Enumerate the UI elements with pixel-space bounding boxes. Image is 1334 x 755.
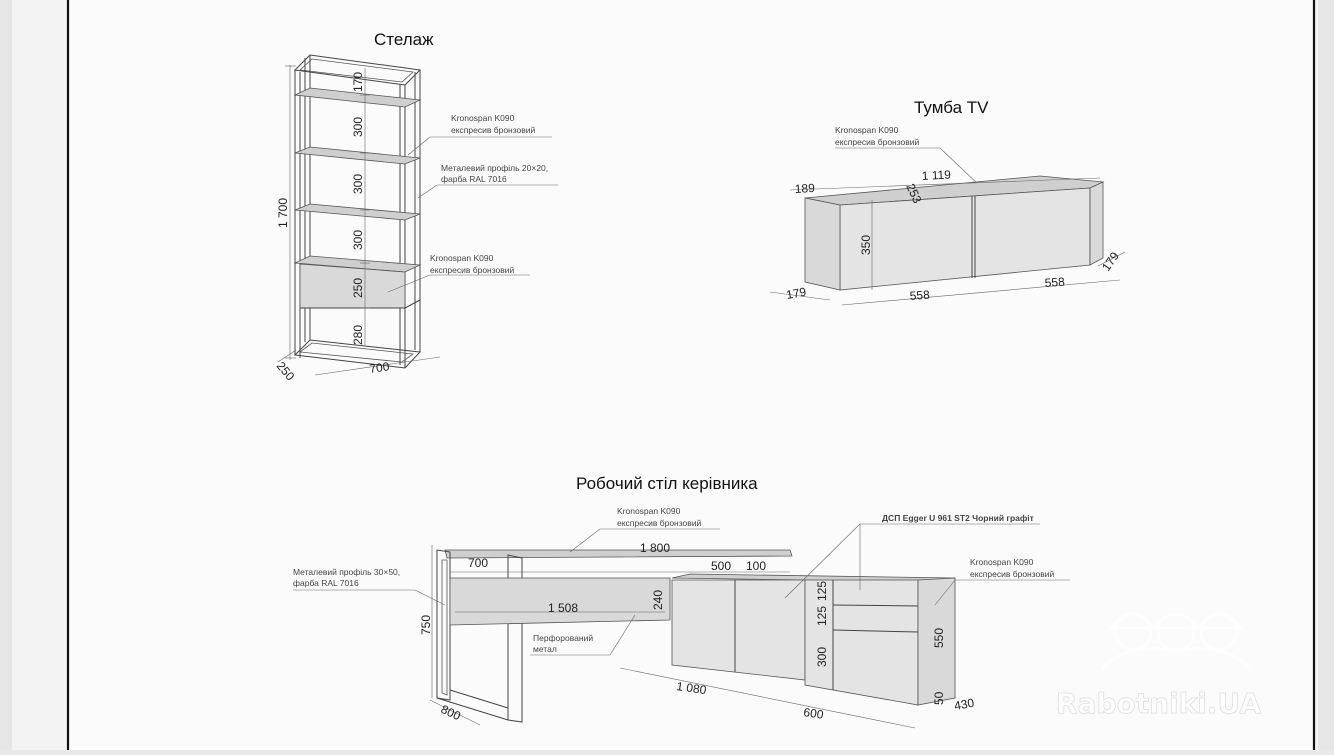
shelving-gap-3: 300 xyxy=(351,174,365,194)
desk-note-side-2: експресив бронзовий xyxy=(970,569,1055,579)
desk-note-perf-1: Перфорований xyxy=(533,633,593,643)
desk-len-600: 600 xyxy=(803,705,825,722)
watermark: Rabotniki.UA xyxy=(1056,612,1262,720)
tv-note-2: експресив бронзовий xyxy=(835,137,920,147)
shelving-gap-5: 250 xyxy=(351,278,365,298)
tv-top-left: 189 xyxy=(794,181,815,196)
desk-side-550: 550 xyxy=(932,628,946,648)
desk-note-top-1: Kronospan K090 xyxy=(617,506,681,516)
shelving-note-profile-1: Металевий профіль 20×20, xyxy=(441,163,548,173)
desk-plinth-50: 50 xyxy=(932,691,946,705)
tv-title: Тумба TV xyxy=(914,98,989,117)
desk-inner-1508: 1 508 xyxy=(548,601,578,615)
desk-cab-100: 100 xyxy=(746,559,766,573)
shelving-gap-1: 170 xyxy=(351,72,365,92)
desk-note-perf-2: метал xyxy=(533,644,557,654)
desk-top-length: 1 800 xyxy=(640,541,670,555)
shelving-note-top-1: Kronospan K090 xyxy=(451,113,515,123)
desk-len-1080: 1 080 xyxy=(676,679,708,697)
tv-door-left: 558 xyxy=(909,288,930,303)
shelving-gap-6: 280 xyxy=(351,325,365,345)
shelving-note-box-2: експресив бронзовий xyxy=(430,265,515,275)
desk-leg-width: 700 xyxy=(468,556,488,570)
tv-depth-left: 179 xyxy=(785,285,807,302)
desk-note-profile-1: Металевий профіль 30×50, xyxy=(293,567,400,577)
desk-drawer-125b: 125 xyxy=(815,606,829,626)
desk-note-side-1: Kronospan K090 xyxy=(970,557,1034,567)
tv-note-1: Kronospan K090 xyxy=(835,125,899,135)
desk-dep-430: 430 xyxy=(953,696,975,713)
tv-height: 350 xyxy=(859,235,873,255)
shelving-drawing: Стелаж 170 300 300 xyxy=(274,30,558,384)
desk-note-dsp: ДСП Egger U 961 ST2 Чорний графіт xyxy=(882,513,1034,523)
watermark-text: Rabotniki.UA xyxy=(1056,687,1261,720)
helmet-icon xyxy=(1100,612,1252,670)
desk-height-750: 750 xyxy=(419,615,433,635)
desk-drawer-125a: 125 xyxy=(815,581,829,601)
tv-door-right: 558 xyxy=(1044,275,1065,290)
shelving-note-box-1: Kronospan K090 xyxy=(430,253,494,263)
tv-length: 1 119 xyxy=(921,167,951,183)
desk-note-top-2: експресив бронзовий xyxy=(617,518,702,528)
shelving-note-profile-2: фарба RAL 7016 xyxy=(441,174,507,184)
tv-stand-drawing: Тумба TV Kronospan K090 експресив бронзо… xyxy=(769,98,1126,306)
shelving-gap-4: 300 xyxy=(351,230,365,250)
desk-title: Робочий стіл керівника xyxy=(576,474,758,493)
desk-panel-240: 240 xyxy=(651,590,665,610)
shelving-gap-2: 300 xyxy=(351,117,365,137)
shelving-height: 1 700 xyxy=(276,198,290,228)
shelving-title: Стелаж xyxy=(374,30,434,49)
desk-cab-500: 500 xyxy=(711,559,731,573)
desk-note-profile-2: фарба RAL 7016 xyxy=(293,578,359,588)
shelving-note-top-2: експресив бронзовий xyxy=(451,125,536,135)
desk-drawer-300: 300 xyxy=(815,647,829,667)
shelving-width: 700 xyxy=(368,359,390,376)
desk-drawing: Робочий стіл керівника 700 1 800 500 100… xyxy=(293,474,1070,729)
